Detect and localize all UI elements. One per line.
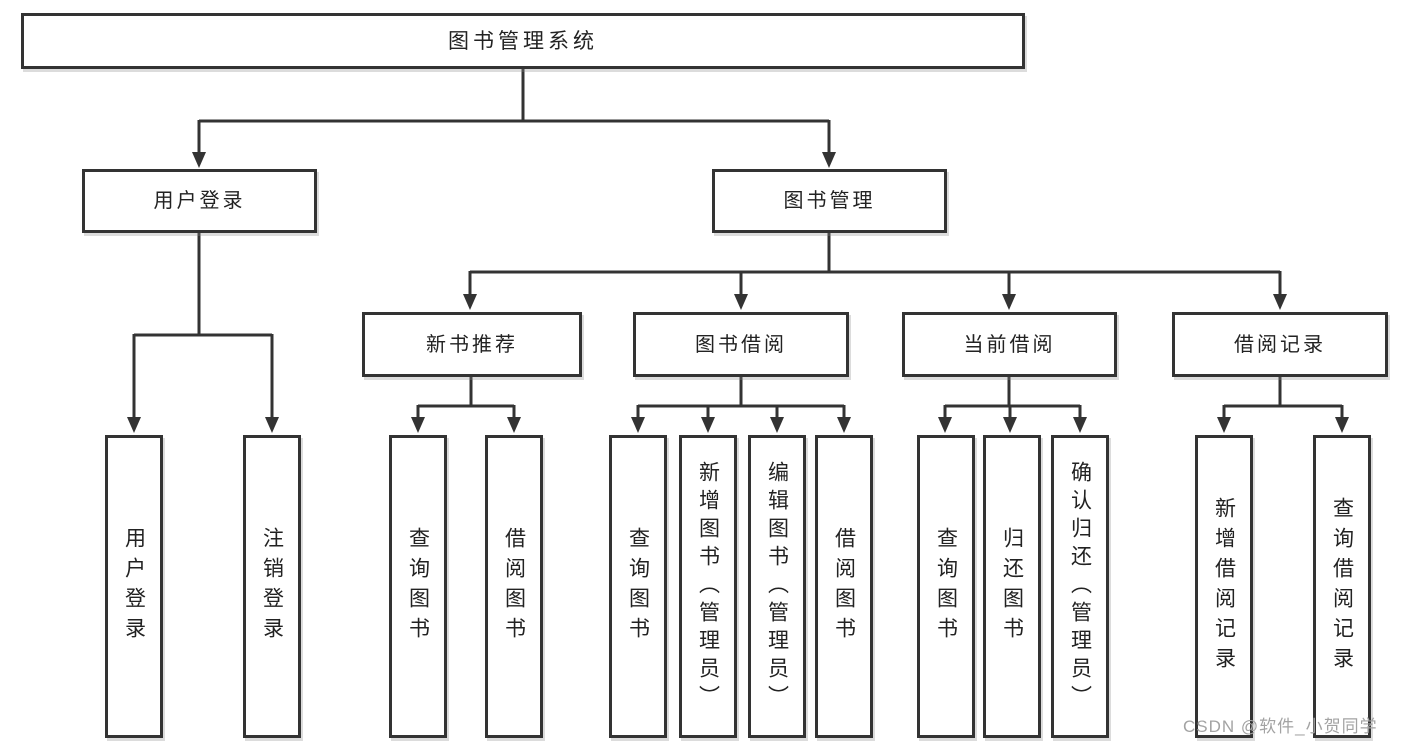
leaf-add-borrow-record: 新增借阅记录 <box>1195 435 1253 738</box>
leaf-query-borrow-record: 查询借阅记录 <box>1313 435 1371 738</box>
leaf-label: 查询图书 <box>626 526 650 647</box>
node-label: 用户登录 <box>153 190 246 212</box>
connector-book-management-children <box>463 233 1287 310</box>
node-label: 新书推荐 <box>426 333 518 356</box>
node-borrow-records: 借阅记录 <box>1172 312 1388 377</box>
leaf-label: 归还图书 <box>1000 526 1024 647</box>
leaf-label: 注销登录 <box>260 526 284 647</box>
node-book-management: 图书管理 <box>712 169 947 233</box>
connector-book-borrow-children <box>631 377 851 433</box>
csdn-watermark: CSDN @软件_小贺同学 <box>1183 717 1378 736</box>
connector-borrow-records-children <box>1217 377 1349 433</box>
node-current-borrow: 当前借阅 <box>902 312 1117 377</box>
leaf-query-books-current: 查询图书 <box>917 435 975 738</box>
leaf-user-login: 用户登录 <box>105 435 163 738</box>
leaf-label: 新增图书（管理员） <box>696 460 720 713</box>
leaf-label: 查询借阅记录 <box>1330 496 1354 677</box>
node-label: 图书借阅 <box>695 333 787 356</box>
leaf-query-books-recommend: 查询图书 <box>389 435 447 738</box>
leaf-confirm-return-admin: 确认归还（管理员） <box>1051 435 1109 738</box>
connector-new-book-recommend-children <box>411 377 521 433</box>
leaf-label: 查询图书 <box>934 526 958 647</box>
node-label: 借阅记录 <box>1234 333 1326 356</box>
leaf-borrow-books-recommend: 借阅图书 <box>485 435 543 738</box>
node-label: 图书管理系统 <box>448 29 598 53</box>
leaf-borrow-books: 借阅图书 <box>815 435 873 738</box>
leaf-edit-book-admin: 编辑图书（管理员） <box>748 435 806 738</box>
connector-current-borrow-children <box>938 377 1087 433</box>
leaf-label: 借阅图书 <box>832 526 856 647</box>
node-user-login: 用户登录 <box>82 169 317 233</box>
leaf-label: 借阅图书 <box>502 526 526 647</box>
leaf-query-books-borrow: 查询图书 <box>609 435 667 738</box>
connector-user-login-children <box>127 233 279 433</box>
leaf-logout: 注销登录 <box>243 435 301 738</box>
leaf-return-book: 归还图书 <box>983 435 1041 738</box>
leaf-label: 确认归还（管理员） <box>1068 460 1092 713</box>
node-label: 当前借阅 <box>963 333 1056 356</box>
leaf-label: 查询图书 <box>406 526 430 647</box>
leaf-label: 新增借阅记录 <box>1212 496 1236 677</box>
leaf-add-book-admin: 新增图书（管理员） <box>679 435 737 738</box>
leaf-label: 用户登录 <box>122 526 146 647</box>
connector-root-to-level2 <box>192 69 836 168</box>
leaf-label: 编辑图书（管理员） <box>765 460 789 713</box>
node-new-book-recommend: 新书推荐 <box>362 312 582 377</box>
node-label: 图书管理 <box>783 190 876 212</box>
node-book-borrow: 图书借阅 <box>633 312 849 377</box>
node-library-management-system: 图书管理系统 <box>21 13 1025 69</box>
